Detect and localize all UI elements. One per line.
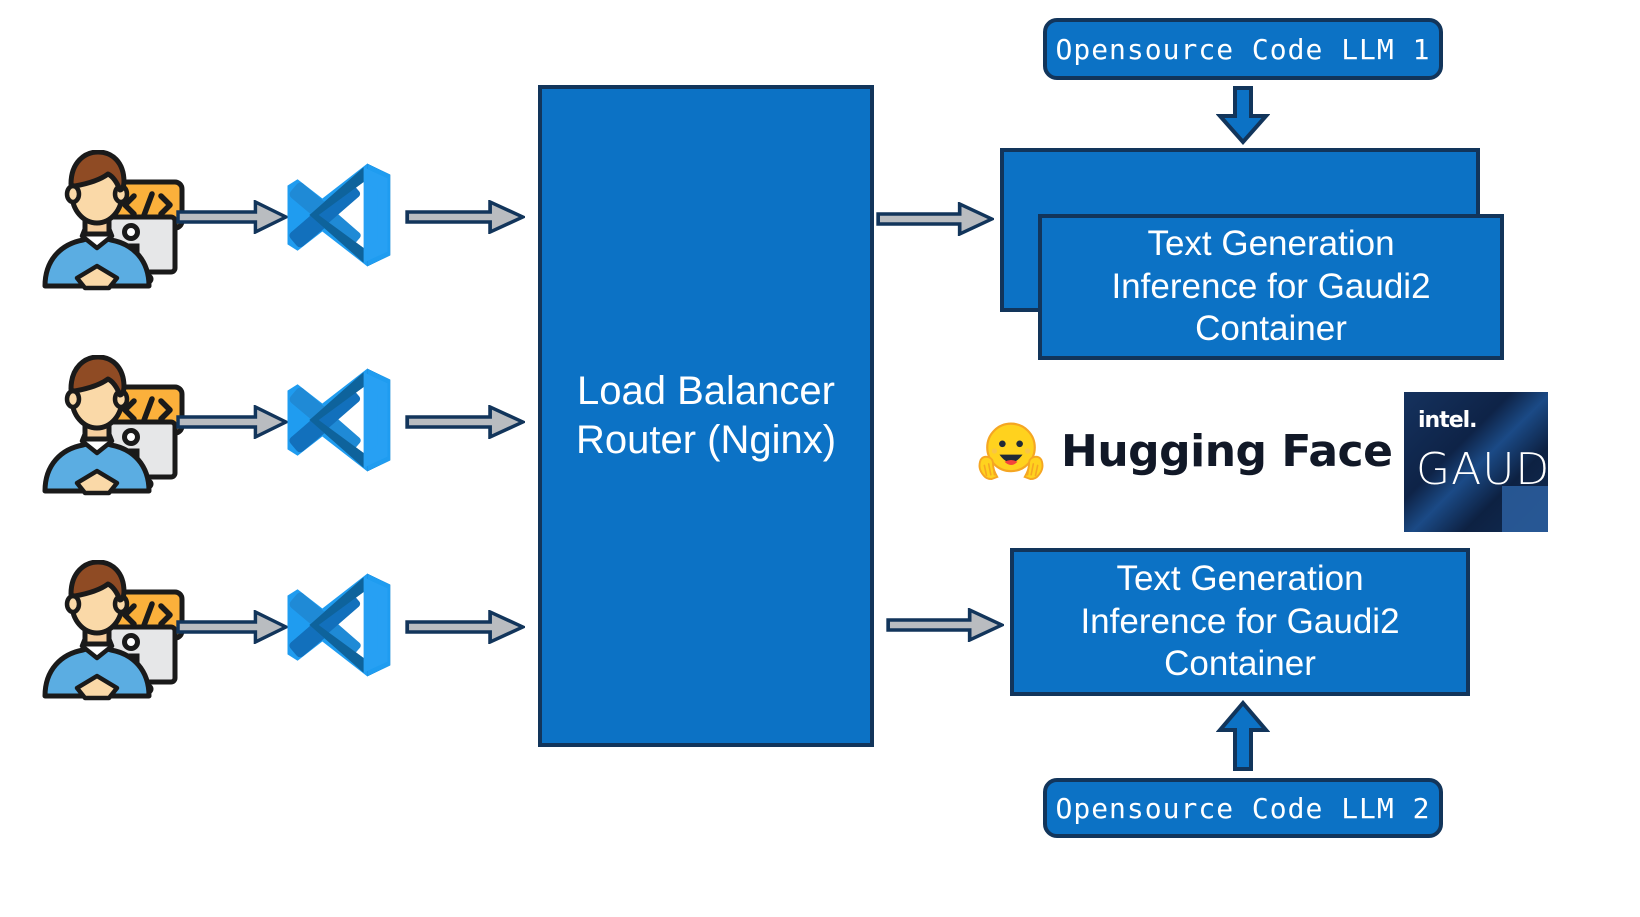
intel-gaudi-logo: intel. GAUDI xyxy=(1404,392,1548,532)
tgi-container-bottom[interactable]: Text Generation Inference for Gaudi2 Con… xyxy=(1010,548,1470,696)
arrow-vscode1-to-loadbalancer xyxy=(405,200,525,234)
tgi-top-line1: Text Generation xyxy=(1147,223,1395,263)
tgi-container-top-front[interactable]: Text Generation Inference for Gaudi2 Con… xyxy=(1038,214,1504,360)
vscode-1-icon xyxy=(282,160,392,270)
tgi-top-line2: Inference for Gaudi2 xyxy=(1111,266,1431,306)
tgi-bottom-line1: Text Generation xyxy=(1116,558,1364,598)
dev-3-icon xyxy=(35,560,185,705)
intel-wordmark: intel. xyxy=(1418,408,1478,433)
arrow-loadbalancer-to-tgi-top xyxy=(876,202,994,236)
arrow-dev2-to-vscode2 xyxy=(176,405,288,439)
arrow-llm2-up xyxy=(1216,700,1270,772)
load-balancer-line2: Router (Nginx) xyxy=(575,418,837,462)
tgi-bottom-line3: Container xyxy=(1164,644,1316,684)
tgi-bottom-line2: Inference for Gaudi2 xyxy=(1080,601,1400,641)
hugging-face-label: Hugging Face xyxy=(1061,425,1393,477)
llm-2-label: Opensource Code LLM 2 xyxy=(1055,791,1431,825)
arrow-loadbalancer-to-tgi-bottom xyxy=(886,608,1004,642)
developer-icon xyxy=(35,355,185,500)
dev-2-icon xyxy=(35,355,185,500)
llm-1-label: Opensource Code LLM 1 xyxy=(1055,32,1431,66)
hugging-face-logo: Hugging Face xyxy=(975,415,1393,487)
tgi-top-line3: Container xyxy=(1195,309,1347,349)
vscode-icon xyxy=(282,570,392,680)
vscode-icon xyxy=(282,160,392,270)
vscode-2-icon xyxy=(282,365,392,475)
load-balancer-box[interactable]: Load Balancer Router (Nginx) xyxy=(538,85,874,747)
vscode-icon xyxy=(282,365,392,475)
developer-icon xyxy=(35,150,185,295)
arrow-vscode2-to-loadbalancer xyxy=(405,405,525,439)
arrow-dev1-to-vscode1 xyxy=(176,200,288,234)
vscode-3-icon xyxy=(282,570,392,680)
load-balancer-line1: Load Balancer xyxy=(577,369,835,414)
arrow-vscode3-to-loadbalancer xyxy=(405,610,525,644)
opensource-code-llm-1-pill[interactable]: Opensource Code LLM 1 xyxy=(1043,18,1443,80)
gaudi-corner-accent xyxy=(1502,486,1548,532)
dev-1-icon xyxy=(35,150,185,295)
arrow-llm1-down xyxy=(1216,86,1270,146)
opensource-code-llm-2-pill[interactable]: Opensource Code LLM 2 xyxy=(1043,778,1443,838)
developer-icon xyxy=(35,560,185,705)
hugging-face-icon xyxy=(975,415,1047,487)
arrow-dev3-to-vscode3 xyxy=(176,610,288,644)
